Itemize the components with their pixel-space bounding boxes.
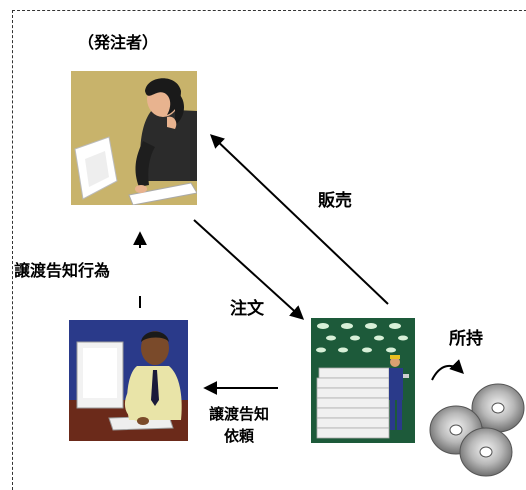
man-at-computer-icon	[69, 320, 188, 441]
own-label: 所持	[449, 329, 483, 349]
order-arrow	[193, 219, 305, 320]
order-label: 注文	[230, 299, 264, 319]
transfer-notice-act-label: 譲渡告知行為	[14, 261, 111, 280]
transfer-request-label-line1: 譲渡告知	[209, 405, 270, 423]
arrows-layer	[133, 134, 464, 395]
disc-stack-icon	[429, 383, 525, 477]
orderer-label: （発注者）	[78, 33, 159, 52]
requester-picture	[69, 320, 188, 441]
warehouse-picture	[311, 318, 415, 443]
sale-label: 販売	[318, 191, 352, 211]
warehouse-stock-icon	[311, 318, 415, 443]
orderer-picture	[71, 71, 197, 205]
disc-3-icon	[459, 427, 513, 477]
woman-at-computer-icon	[71, 71, 197, 205]
own-arrow	[431, 359, 464, 381]
transfer-request-label-line2: 依頼	[224, 427, 255, 445]
dashed-boundary	[12, 10, 526, 490]
sale-arrow	[209, 134, 389, 305]
